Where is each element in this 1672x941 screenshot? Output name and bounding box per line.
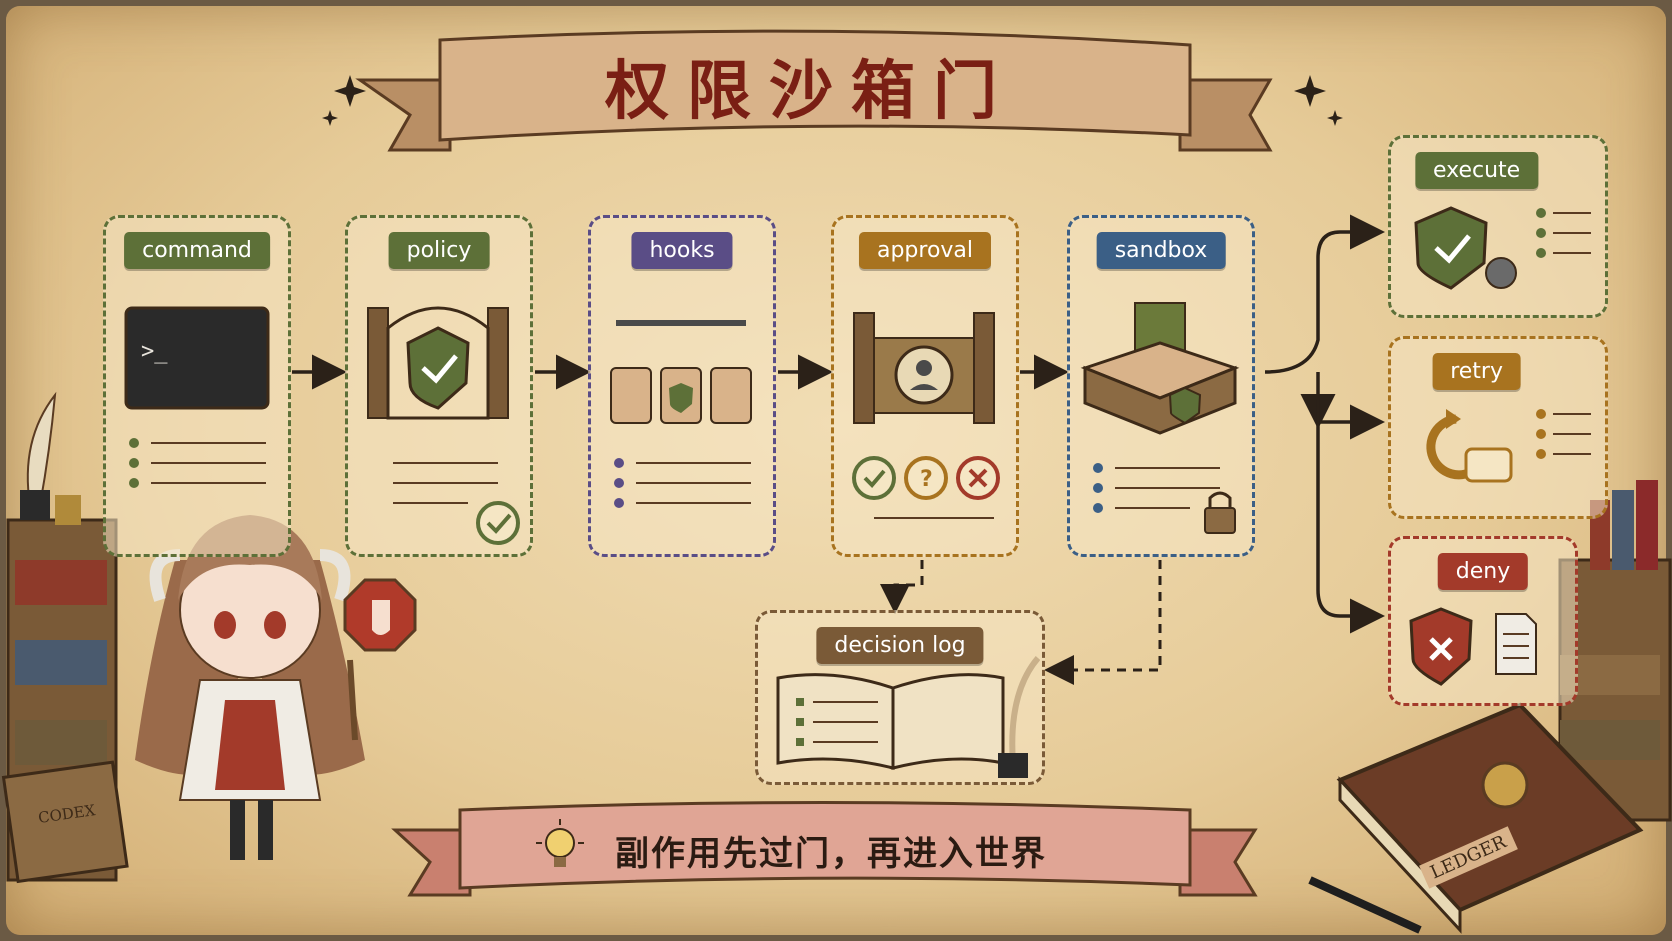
title-ribbon [355, 29, 1273, 152]
stage-card-approval: approval ? [831, 215, 1019, 557]
lock-icon [1204, 507, 1236, 534]
quill-icon [1009, 656, 1041, 764]
stage-card-hooks: hooks [588, 215, 776, 557]
shield-check-icon [1414, 206, 1488, 290]
bookshelf-right [1558, 480, 1672, 822]
decision-log-card: decision log [755, 610, 1045, 785]
motto-text: 副作用先过门，再进入世界 [615, 834, 1047, 874]
gear-icon [1485, 257, 1517, 289]
motto-ribbon [391, 801, 1258, 897]
approve-check-icon [852, 456, 896, 500]
log-label: decision log [816, 627, 984, 664]
page-title: 权限沙箱门 [605, 54, 1015, 129]
outcome-card-deny: deny [1388, 536, 1578, 706]
gate-shield-icon [367, 306, 509, 420]
stage-label: approval [858, 232, 992, 269]
flow-arrows [292, 214, 1385, 634]
stage-label: policy [388, 232, 490, 269]
outcome-card-retry: retry [1388, 336, 1608, 519]
retry-arrow-icon [1426, 414, 1479, 480]
svg-text:?: ? [920, 467, 933, 492]
approval-gate-icon [853, 312, 995, 424]
document-icon [1495, 613, 1537, 675]
hooks-tags-icon [610, 320, 752, 424]
stage-label: hooks [631, 232, 733, 269]
svg-text:>_: >_ [141, 339, 168, 364]
log-arrows [880, 560, 1162, 685]
ink-bottle-icon [998, 753, 1028, 778]
lightbulb-icon [536, 819, 584, 867]
outcome-label: retry [1432, 353, 1521, 390]
bookshelf-left [1, 391, 129, 884]
sandbox-box-icon [1080, 302, 1240, 435]
stage-card-command: command >_ [103, 215, 291, 557]
chat-bubble-icon [1464, 447, 1513, 483]
stage-label: sandbox [1096, 232, 1226, 269]
open-book-icon [776, 673, 1005, 770]
stage-label: command [124, 232, 270, 269]
chibi-mascot [135, 515, 417, 860]
sparkle-icons [322, 75, 1343, 126]
stage-card-policy: policy [345, 215, 533, 557]
outcome-card-execute: execute [1388, 135, 1608, 318]
question-icon [904, 456, 948, 500]
stage-card-sandbox: sandbox [1067, 215, 1255, 557]
outcome-label: execute [1414, 152, 1539, 189]
outcome-label: deny [1437, 553, 1529, 590]
terminal-icon: >_ [124, 306, 270, 410]
